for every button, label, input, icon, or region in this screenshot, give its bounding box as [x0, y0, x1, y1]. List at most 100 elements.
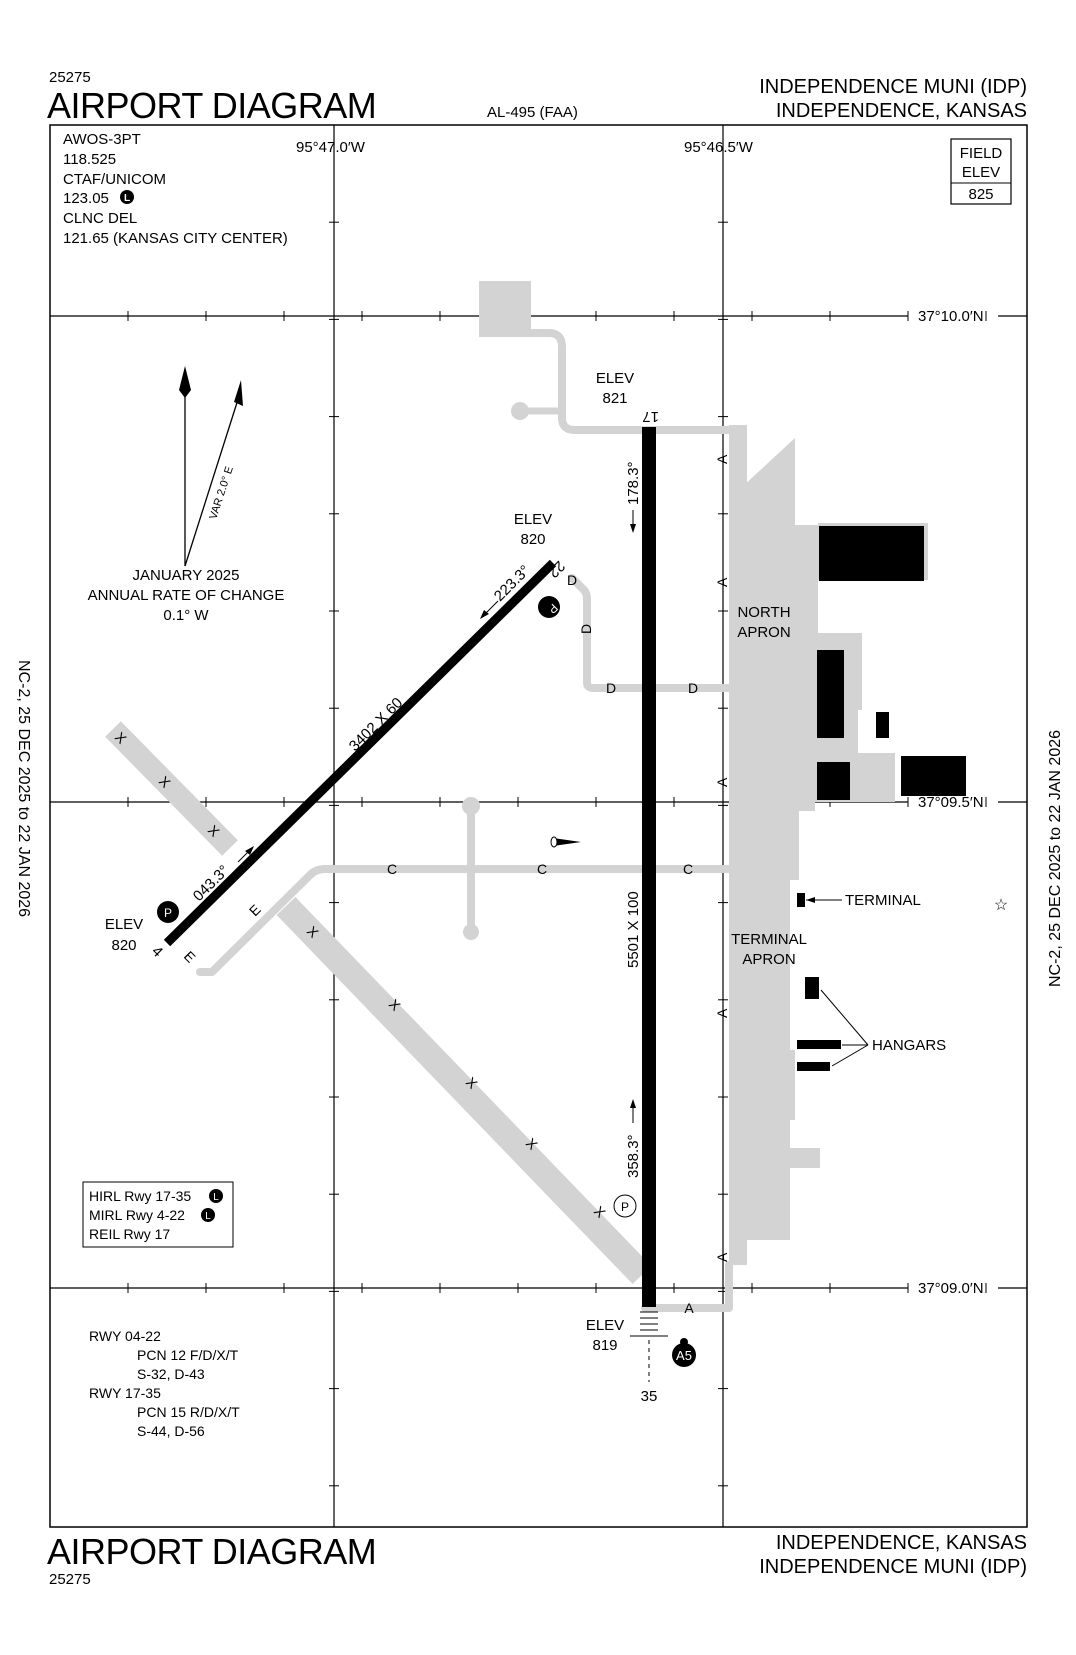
hangars-pointer-3: [831, 1044, 869, 1067]
terminal-building: [797, 893, 805, 907]
footer-location: INDEPENDENCE, KANSAS: [776, 1532, 1027, 1554]
closed-runway-se: [276, 896, 652, 1285]
taxiway-a-label-5: A: [714, 1252, 730, 1262]
field-elev-label-2: ELEV: [962, 164, 1000, 181]
hangars-label: HANGARS: [872, 1037, 946, 1054]
hangars-pointer: [820, 989, 869, 1067]
pcn-rwy-04-22-value: PCN 12 F/D/X/T: [137, 1347, 239, 1363]
taxiway-e-label-2: E: [181, 948, 199, 966]
hirl-lighting-symbol: L: [213, 1192, 219, 1203]
heading-arrow-south-icon: [630, 524, 636, 533]
hangar-building-north-3: [817, 762, 850, 800]
papi-22-icon: [538, 596, 560, 618]
var-label: VAR 2.0° E: [207, 465, 235, 521]
wind-cone-mouth: [550, 836, 558, 848]
papi-35-icon: [613, 1194, 637, 1218]
hangars-pointer-1: [820, 989, 869, 1046]
header-airport-name: INDEPENDENCE MUNI (IDP): [759, 76, 1027, 98]
taxiway-c-pad-south: [463, 924, 479, 940]
lighting-line-hirl: HIRL Rwy 17-35: [89, 1188, 191, 1204]
taxiway-d-label-3: D: [606, 680, 616, 696]
runway-4-22: [163, 559, 557, 947]
wind-cone-icon: [550, 836, 581, 848]
magnetic-north-arrow-icon: [234, 380, 243, 406]
wind-cone-body: [553, 838, 581, 846]
taxiway-a-label-3: A: [714, 777, 730, 787]
taxiway-e-label-1: E: [246, 901, 264, 919]
taxiway-c-label-2: C: [537, 861, 547, 877]
pavement-areas: [479, 281, 928, 1265]
papi-4-label: P: [164, 906, 172, 920]
runway-4-elev: 820: [111, 937, 136, 954]
runway-22-elev: 820: [520, 531, 545, 548]
runway-35-elev: 819: [592, 1337, 617, 1354]
ctaf-lighting-symbol: L: [124, 193, 130, 204]
terminal-label: TERMINAL: [845, 892, 921, 909]
taxiway-c-label-3: C: [683, 861, 693, 877]
footer-title: AIRPORT DIAGRAM: [47, 1531, 376, 1572]
pcn-rwy-17-35-value: PCN 15 R/D/X/T: [137, 1404, 240, 1420]
runway-17-35-dimensions: 5501 X 100: [625, 891, 642, 968]
parallel-taxiway-a: [729, 425, 747, 1265]
taxiway-d-label-2: D: [578, 624, 594, 634]
taxiway-c-e: [196, 865, 733, 976]
latitude-label-2: 37°09.5′N: [918, 794, 984, 811]
field-elev-label-1: FIELD: [960, 145, 1003, 162]
comms-line-clnc: CLNC DEL: [63, 210, 137, 227]
heading-arrow-north-icon: [630, 1099, 636, 1108]
taxiways: [105, 329, 733, 1312]
taxiway-d-label-1: D: [567, 572, 577, 588]
taxiway-a-south: [641, 1261, 733, 1312]
comms-block: AWOS-3PT 118.525 CTAF/UNICOM 123.05 L CL…: [63, 131, 288, 247]
latitude-label-3: 37°09.0′N: [918, 1280, 984, 1297]
taxiway-a-label-4: A: [714, 1008, 730, 1018]
north-apron-label-1: NORTH: [737, 604, 790, 621]
runway-4-elev-label: ELEV: [105, 916, 143, 933]
terminal-apron-label-2: APRON: [742, 951, 795, 968]
hangar-building-north-2: [876, 712, 889, 738]
latitude-label-1: 37°10.0′N: [918, 308, 984, 325]
buildings: [797, 526, 966, 1071]
side-text-right: NC-2, 25 DEC 2025 to 22 JAN 2026: [1047, 730, 1064, 987]
north-stub-pad: [511, 402, 529, 420]
field-elev-value: 825: [968, 186, 993, 203]
mirl-lighting-symbol: L: [205, 1211, 211, 1222]
taxiway-north-connector: [516, 329, 733, 434]
footer-airport-name: INDEPENDENCE MUNI (IDP): [759, 1556, 1027, 1578]
magnetic-north-line: [184, 389, 242, 567]
hangar-building-north-4: [901, 756, 966, 796]
comms-line-ctaf: CTAF/UNICOM: [63, 171, 166, 188]
runway-17-number: 17: [642, 408, 659, 425]
north-pad: [479, 281, 531, 337]
comms-line-ctaf-freq: 123.05: [63, 190, 109, 207]
runway-lighting-box: HIRL Rwy 17-35 L MIRL Rwy 4-22 L REIL Rw…: [82, 1181, 234, 1248]
approach-lighting-symbol: A5: [672, 1338, 696, 1367]
comms-line-awos: AWOS-3PT: [63, 131, 141, 148]
comms-line-clnc-freq: 121.65 (KANSAS CITY CENTER): [63, 230, 288, 247]
chart-frame: [49, 124, 1028, 1528]
hangar-building-south-3: [797, 1062, 830, 1071]
header-title: AIRPORT DIAGRAM: [47, 85, 376, 126]
runways: [163, 427, 656, 1307]
longitude-label-2: 95°46.5′W: [684, 139, 754, 156]
hangar-building-large: [819, 526, 924, 581]
true-north-arrow-icon: [179, 366, 191, 398]
beacon-star-icon: ☆: [994, 897, 1008, 914]
closed-runway-nw: [105, 721, 238, 856]
runway-17-elev-label: ELEV: [596, 370, 634, 387]
approach-lighting-35: [630, 1311, 668, 1382]
taxiway-a-label-6: A: [684, 1300, 694, 1316]
magnetic-date: JANUARY 2025: [132, 567, 239, 584]
taxiway-c-pad-north: [462, 797, 480, 815]
ctaf-lighting-icon: [120, 190, 134, 204]
magnetic-rate-label: ANNUAL RATE OF CHANGE: [88, 587, 285, 604]
taxiway-a-label-1: A: [714, 454, 730, 464]
taxiway-d-label-4: D: [688, 680, 698, 696]
north-apron-label-2: APRON: [737, 624, 790, 641]
taxiway-a-label-2: A: [714, 577, 730, 587]
field-elevation-box: FIELD ELEV 825: [950, 138, 1012, 205]
hangar-building-south-2: [797, 1040, 841, 1049]
main-apron: [729, 425, 928, 1250]
